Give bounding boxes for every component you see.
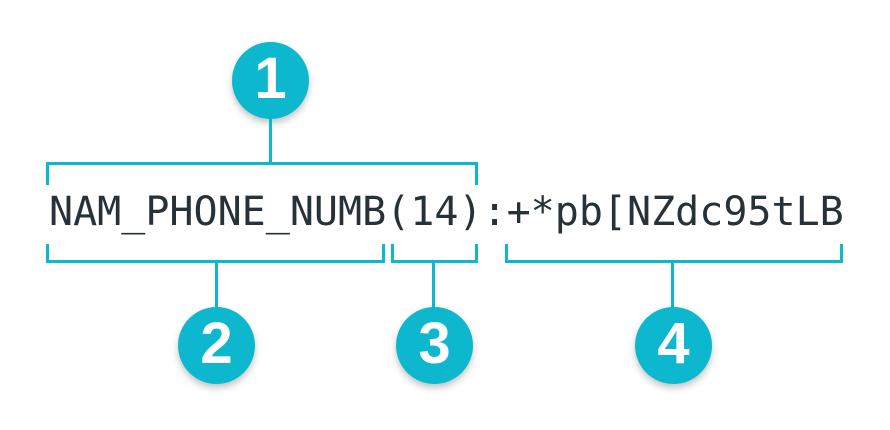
callout-1-badge: 1: [232, 42, 309, 119]
segment-value: +*pb[NZdc95tLB: [506, 189, 844, 235]
callout-2-stem: [215, 261, 218, 308]
callout-3-stem: [432, 261, 435, 308]
bracket-name-and-length: [46, 162, 478, 185]
callout-4-badge: 4: [635, 307, 712, 384]
callout-1-number: 1: [254, 46, 287, 111]
callout-3-number: 3: [418, 311, 451, 376]
segment-length: (14): [386, 189, 483, 235]
segment-colon: :: [482, 189, 507, 235]
annotated-string: NAM_PHONE_NUMB(14):+*pb[NZdc95tLB: [49, 190, 844, 234]
callout-4-number: 4: [657, 311, 690, 376]
callout-1-stem: [269, 117, 272, 164]
segment-infotype-name: NAM_PHONE_NUMB: [49, 189, 387, 235]
bracket-value: [505, 244, 843, 263]
callout-2-badge: 2: [178, 307, 255, 384]
callout-3-badge: 3: [396, 307, 473, 384]
callout-2-number: 2: [200, 311, 233, 376]
callout-4-stem: [671, 261, 674, 308]
